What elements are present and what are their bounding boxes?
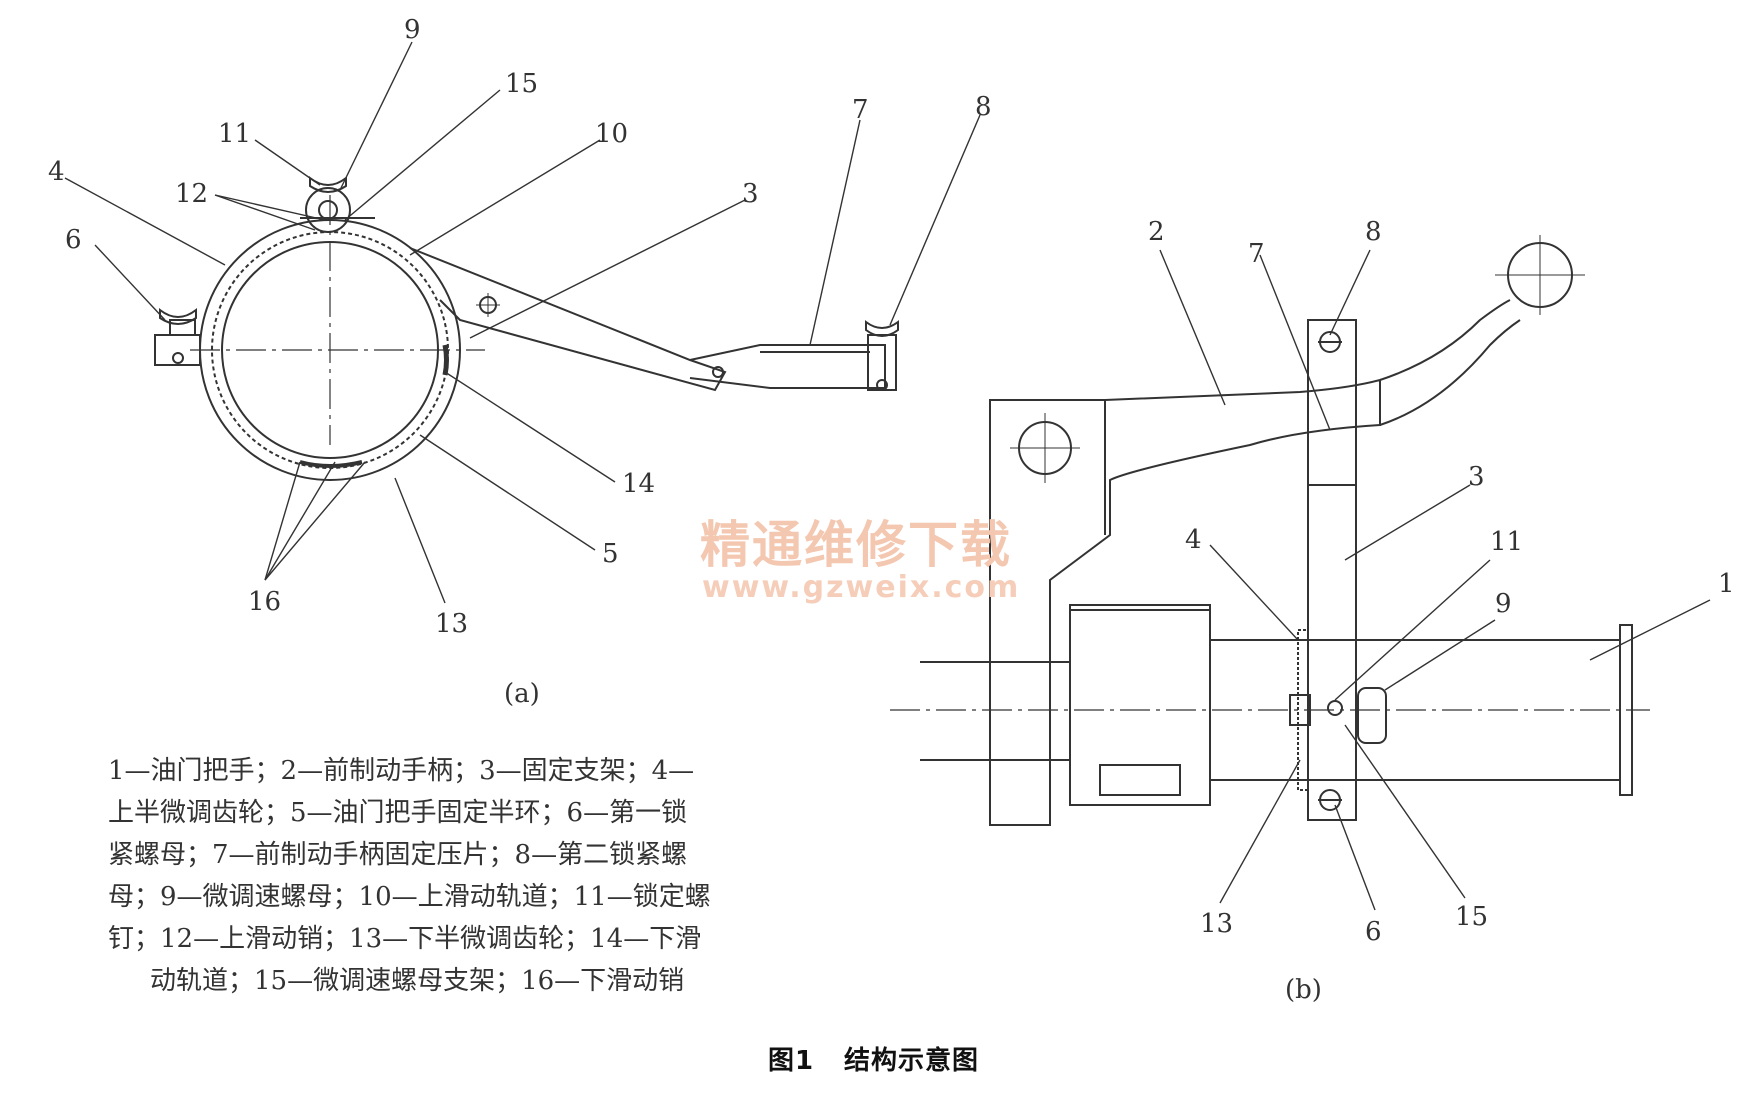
watermark-url: www.gzweix.com [702,570,1021,605]
callout-a-9: 9 [404,15,421,45]
callout-b-6: 6 [1365,917,1382,947]
callout-b-8: 8 [1365,217,1382,247]
callout-a-4: 4 [48,157,65,187]
callout-a-14: 14 [622,469,655,499]
caption-title: 结构示意图 [844,1046,980,1076]
legend-line: 上半微调齿轮；5—油门把手固定半环；6—第一锁 [108,798,688,828]
callout-b-7: 7 [1248,239,1265,269]
callout-b-1: 1 [1718,569,1735,599]
figure-caption: 图1 结构示意图 [0,1040,1747,1077]
callout-a-11: 11 [218,119,251,149]
legend-line: 1—油门把手；2—前制动手柄；3—固定支架；4— [108,756,695,786]
watermark-text: 精通维修下载 [700,516,1012,574]
callout-b-9: 9 [1495,589,1512,619]
callout-b-13: 13 [1200,909,1233,939]
callout-b-3: 3 [1468,462,1485,492]
figure-a-drawing [64,41,981,604]
callout-a-16: 16 [248,587,281,617]
legend-line: 母；9—微调速螺母；10—上滑动轨道；11—锁定螺 [108,882,711,912]
callout-b-2: 2 [1148,217,1165,247]
callout-b-11: 11 [1490,527,1523,557]
callout-a-15: 15 [505,69,538,99]
callout-b-15: 15 [1455,902,1488,932]
callout-a-3: 3 [742,179,759,209]
callout-a-13: 13 [435,609,468,639]
legend-line: 动轨道；15—微调速螺母支架；16—下滑动销 [150,966,685,996]
callout-a-8: 8 [975,92,992,122]
legend-line: 紧螺母；7—前制动手柄固定压片；8—第二锁紧螺 [108,840,688,870]
callout-a-12: 12 [175,179,208,209]
callout-a-5: 5 [602,539,619,569]
callout-a-7: 7 [852,95,869,125]
legend-line: 钉；12—上滑动销；13—下半微调齿轮；14—下滑 [108,924,702,954]
figure-b-drawing [890,235,1711,911]
callout-b-4: 4 [1185,525,1202,555]
caption-number: 图1 [767,1046,815,1076]
callout-a-6: 6 [65,225,82,255]
sublabel-a: (a) [504,679,540,709]
sublabel-b: (b) [1285,975,1322,1005]
legend: 1—油门把手；2—前制动手柄；3—固定支架；4— 上半微调齿轮；5—油门把手固定… [108,750,758,1002]
callout-a-10: 10 [595,119,628,149]
